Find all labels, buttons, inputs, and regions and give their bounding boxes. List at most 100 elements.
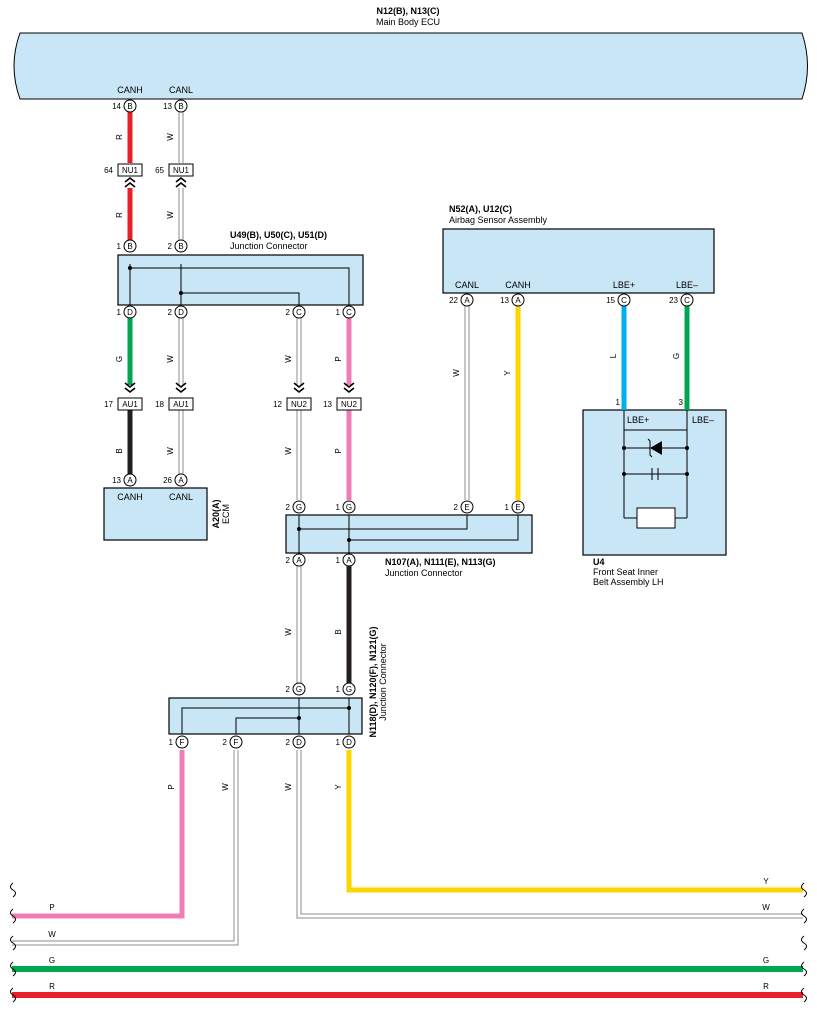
wire-p-bus — [12, 750, 185, 919]
pin-airbag-4-ring — [680, 293, 694, 307]
pin-ecm-1-letter: A — [127, 476, 133, 485]
belt-junction-dots — [622, 446, 689, 476]
wire-code-g: G — [115, 356, 124, 362]
bus-end-left — [10, 908, 16, 924]
pin-ecm-2-letter: A — [178, 476, 184, 485]
pin-ecu-canl: B 13 — [163, 99, 188, 113]
jc3-name: Junction Connector — [378, 643, 388, 721]
pin-jc3-b3-number: 2 — [286, 738, 291, 747]
wire-code-p-jc3: P — [167, 784, 176, 789]
pin-ecu-canl-number: 13 — [163, 102, 172, 111]
au1-left-label: AU1 — [122, 400, 138, 409]
pin-jc2-t1: G2 — [286, 500, 306, 514]
nu2-left-label: NU2 — [291, 400, 308, 409]
pin-jc2-b1-ring — [292, 553, 306, 567]
jc1-name: Junction Connector — [230, 241, 308, 251]
junction-dot — [347, 538, 351, 542]
pin-airbag-1-ring — [460, 293, 474, 307]
jc2-codes: N107(A), N111(E), N113(G) — [385, 557, 496, 567]
pin-jc3-b1-letter: F — [180, 738, 185, 747]
wire-code-g-belt: G — [672, 353, 681, 359]
wire-code-w-jc3d: W — [284, 783, 293, 791]
pin-airbag-2-ring — [511, 293, 525, 307]
ecu-name: Main Body ECU — [376, 17, 440, 27]
pin-jc3-b2-number: 2 — [223, 738, 228, 747]
ecm-canh-label: CANH — [117, 492, 143, 502]
pin-jc2-t4-number: 1 — [505, 503, 510, 512]
au1-left-frame — [117, 397, 143, 411]
au1-left-chevron-a — [124, 382, 136, 389]
nu2-left-number: 12 — [273, 400, 282, 409]
bus-label-y: Y — [763, 877, 769, 886]
pin-jc3-b3: D2 — [286, 735, 306, 749]
au1-left-number: 17 — [104, 400, 113, 409]
pin-jc1-b1-number: 1 — [117, 308, 122, 317]
nu1-left-chevron-b — [124, 181, 136, 188]
jc2-name: Junction Connector — [385, 568, 463, 578]
pin-jc2-t1-number: 2 — [286, 503, 291, 512]
wire-code-p-nu2: P — [334, 448, 343, 453]
ecu-canl-label: CANL — [169, 85, 193, 95]
airbag-lbep-label: LBE+ — [613, 280, 635, 290]
airbag-box — [442, 228, 715, 294]
pin-airbag-2-letter: A — [515, 296, 521, 305]
wire-code-l-belt: L — [609, 353, 618, 358]
pin-airbag-4-number: 23 — [669, 296, 678, 305]
pin-ecm-2: A26 — [163, 473, 188, 487]
nu1-right-label: NU1 — [173, 166, 190, 175]
belt-box — [582, 409, 727, 556]
pin-ecu-canl-ring — [174, 99, 188, 113]
wire-w-bus-right — [297, 750, 803, 918]
jc3-w-branch — [235, 717, 299, 734]
pin-ecu-canl-letter: B — [178, 102, 183, 111]
pin-jc2-t2: G1 — [336, 500, 356, 514]
bus-end-left — [10, 961, 16, 977]
pin-jc2-t2-letter: G — [346, 503, 352, 512]
wire-code-w-jc1: W — [166, 355, 175, 363]
au1-left-chevron-b — [124, 387, 136, 394]
jc2-canl-internal — [299, 515, 468, 530]
pin-jc3-b3-letter: D — [296, 738, 302, 747]
belt-lbep-label: LBE+ — [627, 415, 649, 425]
pin-jc1-top1: B1 — [117, 239, 137, 253]
pin-jc2-t2-number: 1 — [336, 503, 341, 512]
pin-jc1-top1-letter: B — [127, 242, 132, 251]
pin-jc3-t2-ring — [342, 682, 356, 696]
nu2-right-chevron-b — [343, 387, 355, 394]
bus-label-p: P — [49, 903, 54, 912]
pin-jc2-t1-ring — [292, 500, 306, 514]
wire-code-w-jc1c: W — [284, 355, 293, 363]
nu1-left-label: NU1 — [122, 166, 139, 175]
bus-label-w-left: W — [48, 930, 56, 939]
pin-jc2-t3-ring — [460, 500, 474, 514]
airbag-codes: N52(A), U12(C) — [449, 204, 512, 214]
bus-label-g-right: G — [763, 956, 769, 965]
pin-jc1-b1-letter: D — [127, 308, 133, 317]
belt-pin1-number: 1 — [616, 398, 621, 407]
pin-airbag-1: A22 — [449, 293, 474, 307]
pin-jc1-b3-number: 2 — [286, 308, 291, 317]
pin-jc3-b4: D1 — [336, 735, 356, 749]
nu2-left: NU2 — [286, 397, 312, 411]
pin-airbag-2: A 13 — [500, 293, 525, 307]
wire-code-w-upper: W — [166, 133, 175, 141]
junction-dot — [179, 291, 183, 295]
bus-label-r-right: R — [763, 982, 769, 991]
bus-end-right — [801, 882, 807, 898]
nu2-right-chevron-a — [343, 382, 355, 389]
pin-jc1-b2: D2 — [168, 305, 188, 319]
pin-jc3-b2-ring — [229, 735, 243, 749]
bus-end-right — [801, 987, 807, 1003]
wire-layer — [10, 112, 807, 1003]
pin-airbag-1-letter: A — [464, 296, 470, 305]
ecm-codes: A20(A) — [211, 499, 221, 528]
nu1-right-chevron-a — [175, 176, 187, 183]
jc2-canh-internal — [349, 515, 519, 541]
pin-airbag-2-number: 13 — [500, 296, 509, 305]
nu1-right-chevron-b — [175, 181, 187, 188]
pin-jc1-top2: B2 — [168, 239, 188, 253]
pin-jc1-b2-ring — [174, 305, 188, 319]
